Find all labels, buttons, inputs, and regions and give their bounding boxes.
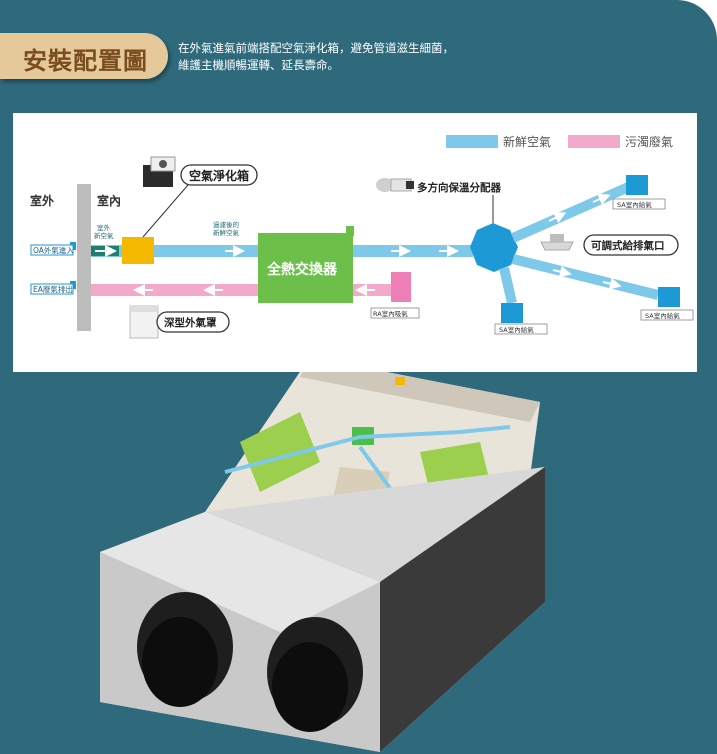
sa-label-1: SA室內給氣: [617, 200, 652, 209]
deep-hood-label-box: [156, 311, 230, 333]
distributor-image: [376, 178, 414, 192]
diffuser-label: 可調式給排氣口: [591, 239, 665, 252]
page-title: 安裝配置圖: [23, 47, 148, 75]
ra-label: RA室內吸氣: [373, 309, 408, 318]
branch-bottom: [499, 266, 517, 305]
duct-port-left: [137, 592, 233, 707]
ea-label: EA廢氣排出: [33, 284, 73, 294]
diagram-svg: 新鮮空氣 污濁廢氣 室外 室內 OA外氣進入: [30, 134, 694, 339]
legend-fresh-label: 新鮮空氣: [503, 134, 551, 149]
outside-air-caption-1: 室外: [97, 223, 111, 232]
ra-box: [391, 272, 411, 302]
product-illustration: [0, 357, 717, 754]
diffuser-label-box: [583, 234, 679, 256]
sa-box-3: [501, 303, 523, 323]
section-title-tab: 安裝配置圖: [0, 33, 168, 79]
filtered-air-caption-2: 新鮮空氣: [213, 228, 240, 237]
heat-exchanger-box: [258, 233, 353, 303]
purifier-label: 空氣淨化箱: [189, 168, 249, 183]
sa-label-3: SA室內給氣: [499, 325, 534, 334]
installation-diagram: 新鮮空氣 污濁廢氣 室外 室內 OA外氣進入: [13, 113, 697, 372]
fresh-duct-2: [353, 245, 473, 257]
distributor-symbol: [470, 223, 518, 272]
wall: [77, 184, 91, 331]
legend-fresh-swatch: [446, 135, 498, 148]
heat-exchanger-label: 全熱交換器: [266, 261, 338, 278]
branch-top: [510, 180, 636, 243]
diffuser-image: [540, 234, 574, 251]
ea-label-box: [30, 283, 74, 295]
purifier-box-image: [143, 156, 176, 187]
outside-air-caption-2: 新空氣: [94, 231, 114, 240]
intro-text: 在外氣進氣前端搭配空氣淨化箱，避免管道滋生細菌， 維護主機順暢運轉、延長壽命。: [178, 41, 454, 72]
distributor-label: 多方向保溫分配器: [417, 181, 501, 194]
purifier-label-box: [180, 164, 258, 186]
duct-port-right: [267, 617, 363, 732]
oa-label-box: [30, 244, 74, 256]
outdoor-label: 室外: [30, 193, 54, 208]
deep-hood-image: [129, 305, 159, 339]
legend-dirty-label: 污濁廢氣: [625, 134, 673, 149]
sa-box-1: [626, 175, 648, 195]
legend-dirty-swatch: [568, 135, 620, 148]
oa-label: OA外氣進入: [33, 245, 74, 255]
purifier-box-symbol: [122, 237, 154, 264]
sa-label-2: SA室內給氣: [645, 311, 680, 320]
indoor-label: 室內: [97, 193, 121, 208]
sa-box-2: [658, 287, 680, 307]
product-svg: [100, 357, 545, 752]
branch-right: [511, 254, 660, 300]
filtered-air-caption-1: 過濾後的: [213, 220, 240, 229]
deep-hood-label: 深型外氣罩: [164, 316, 217, 329]
